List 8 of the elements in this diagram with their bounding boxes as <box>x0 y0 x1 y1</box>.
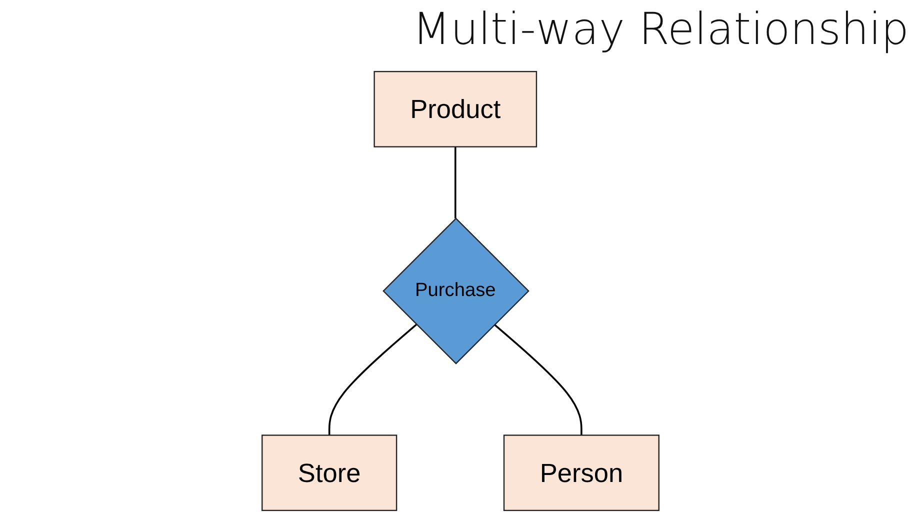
connector <box>328 324 417 436</box>
node-diamond: Purchase <box>382 218 530 364</box>
node-box: Person <box>503 434 660 512</box>
connector <box>494 324 582 436</box>
node-box: Product <box>374 70 538 148</box>
node-box: Store <box>262 434 398 512</box>
connector <box>454 146 456 218</box>
diagram-title: Multi-way Relationship <box>412 4 909 55</box>
